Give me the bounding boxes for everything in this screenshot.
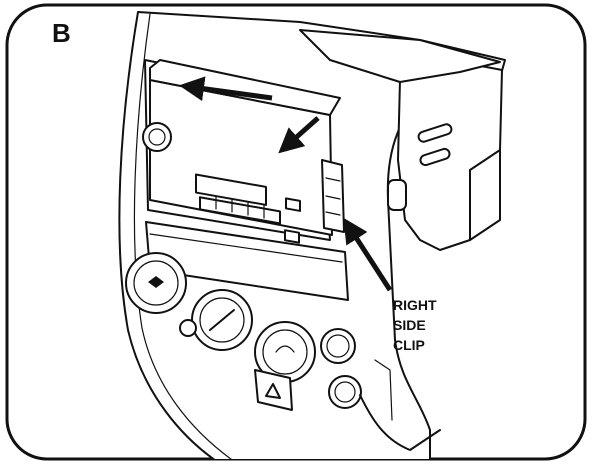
- radio-small-button: [284, 229, 300, 244]
- radio-eject-button: [285, 197, 301, 212]
- bezel-lower-edge: [359, 394, 441, 451]
- radio-top-face: [149, 59, 341, 116]
- small-knob-upper: [320, 328, 356, 364]
- radio-button-row: [199, 196, 281, 225]
- arrow-middle: [278, 116, 320, 154]
- bracket-side-edge: [469, 149, 501, 241]
- right-side-clip: [321, 159, 345, 233]
- callout-line-2: SIDE: [393, 317, 426, 333]
- recirc-button: [179, 319, 197, 337]
- callout-line-3: CLIP: [393, 337, 425, 353]
- arrow-right-side-clip: [343, 217, 393, 292]
- small-knob-lower: [328, 375, 362, 409]
- bracket-top: [299, 29, 501, 83]
- radio-display: [195, 173, 267, 206]
- bracket-slot-2: [419, 147, 451, 167]
- hazard-button: [254, 369, 293, 411]
- hazard-icon: [265, 383, 281, 399]
- bezel-edge-line: [133, 13, 236, 459]
- bracket-slot-1: [417, 123, 453, 143]
- arrow-top-left: [179, 76, 273, 102]
- panel-label: B: [52, 18, 71, 48]
- radio-volume-knob: [142, 122, 172, 152]
- callout-line-1: RIGHT: [393, 297, 437, 313]
- bracket-slot-3: [387, 179, 407, 211]
